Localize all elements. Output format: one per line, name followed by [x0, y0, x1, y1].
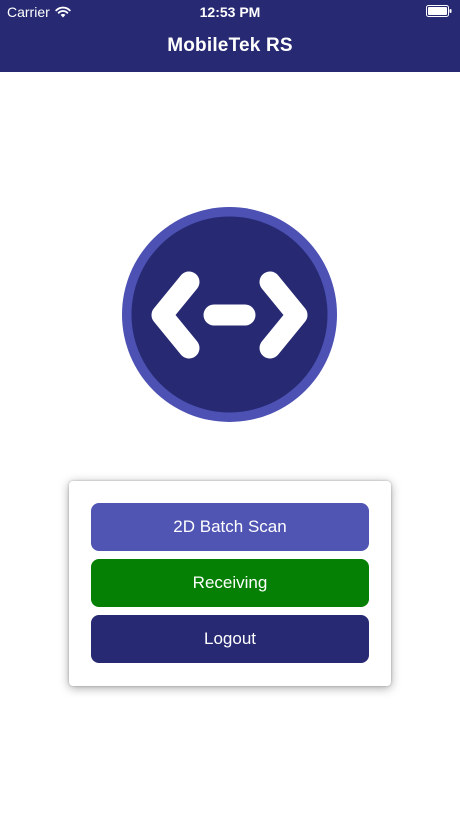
receiving-button[interactable]: Receiving: [91, 559, 369, 607]
battery-icon: [426, 5, 452, 17]
menu-card: 2D Batch Scan Receiving Logout: [69, 481, 391, 686]
status-time: 12:53 PM: [199, 4, 261, 20]
app-header: Carrier 12:53 PM MobileTek RS: [0, 0, 460, 72]
code-brackets-logo: [122, 207, 337, 422]
carrier-label: Carrier: [7, 4, 50, 20]
status-bar: Carrier 12:53 PM: [0, 0, 460, 24]
logout-button[interactable]: Logout: [91, 615, 369, 663]
wifi-icon: [55, 6, 71, 18]
batch-scan-button[interactable]: 2D Batch Scan: [91, 503, 369, 551]
page-title: MobileTek RS: [167, 35, 293, 56]
carrier-info: Carrier: [7, 4, 71, 20]
